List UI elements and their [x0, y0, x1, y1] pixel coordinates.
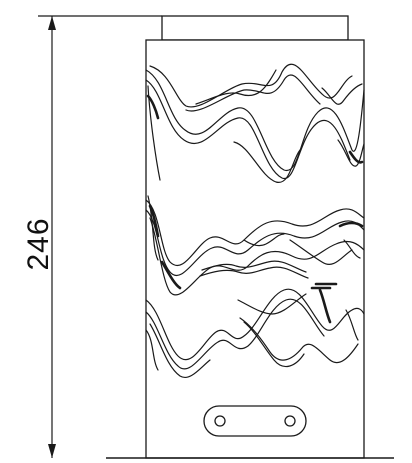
wave-band-middle [145, 195, 365, 296]
cylinder-body [145, 39, 365, 459]
wave-band-lower [145, 288, 365, 378]
wave-pattern [145, 63, 365, 378]
dimension-label: 246 [22, 217, 55, 270]
wave-accents [146, 94, 364, 324]
height-dimension [38, 15, 162, 458]
slot-outline [203, 405, 307, 437]
slot-hole-right [284, 415, 296, 427]
dimension-arrow-top [48, 16, 56, 30]
top-cap [161, 15, 349, 41]
slot-hole-left [214, 415, 226, 427]
dimension-arrow-bottom [48, 444, 56, 458]
slot-plate [203, 405, 307, 437]
